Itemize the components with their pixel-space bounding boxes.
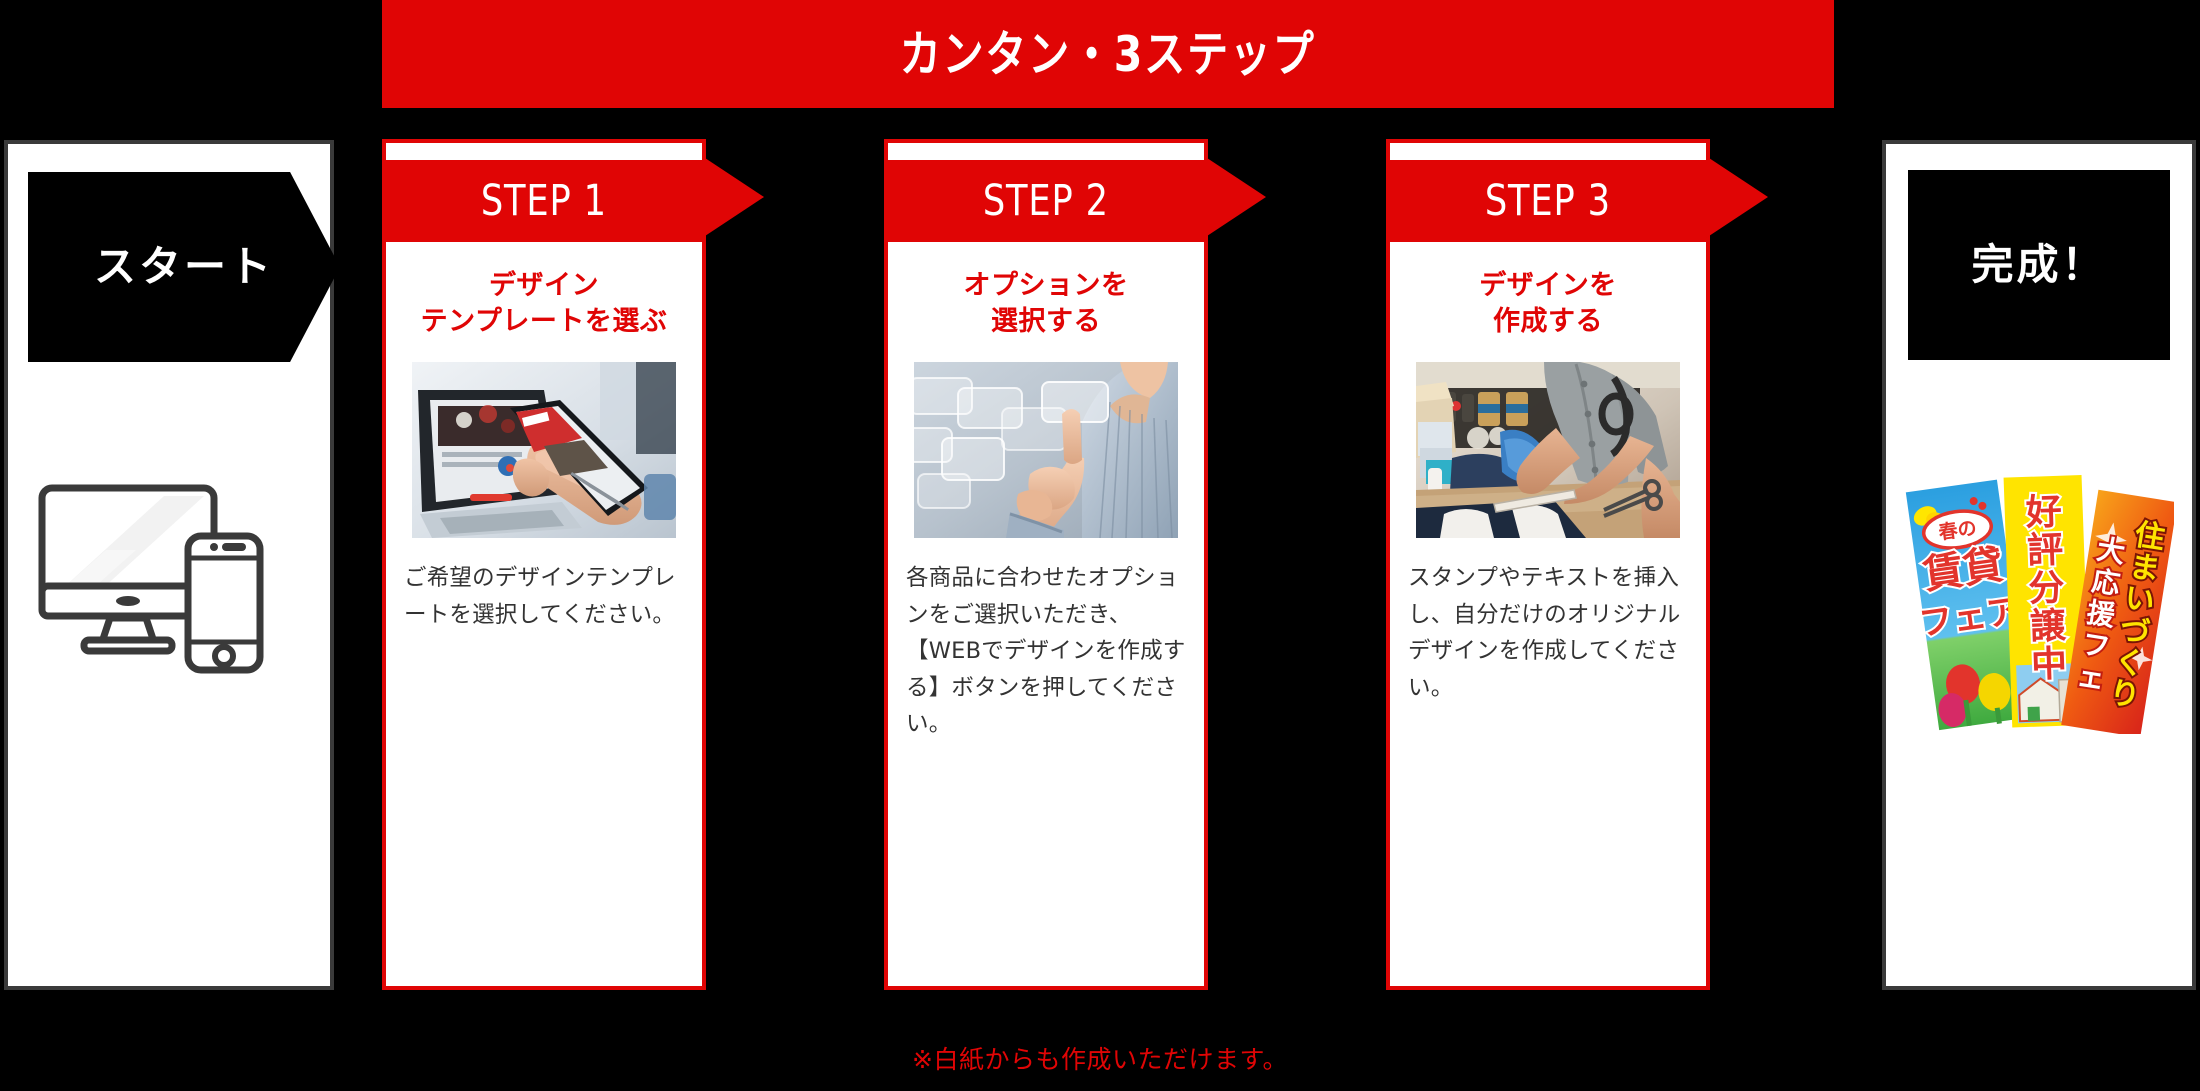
step-banner-3: STEP 3 xyxy=(1390,160,1706,242)
finish-label: 完成！ xyxy=(1971,240,2107,289)
step-banner-label-1: STEP 1 xyxy=(480,175,608,226)
step-title-line2-3: 作成する xyxy=(1493,306,1603,338)
svg-text:フェア: フェア xyxy=(1917,591,2024,645)
svg-text:分: 分 xyxy=(2028,568,2065,610)
finish-label-block: 完成！ xyxy=(1908,170,2170,360)
step-body-2: 各商品に合わせたオプションをご選択いただき、【WEBでデザインを作成する】ボタン… xyxy=(906,565,1186,738)
svg-text:中: 中 xyxy=(2030,644,2067,686)
step-body-3: スタンプやテキストを挿入し、自分だけのオリジナルデザインを作成してください。 xyxy=(1408,565,1681,701)
step-title-line1-2: オプションを xyxy=(963,270,1129,301)
footer-note: ※白紙からも作成いただけます。 xyxy=(912,1045,1288,1074)
step-gap-1 xyxy=(706,139,884,990)
svg-text:譲: 譲 xyxy=(2029,606,2067,648)
step-card-1: STEP 1 デザイン テンプレートを選ぶ xyxy=(382,139,706,990)
svg-text:ま: ま xyxy=(2127,549,2162,588)
svg-text:く: く xyxy=(2112,644,2147,683)
start-label-block: スタート xyxy=(28,172,340,362)
step-title-3: デザインを 作成する xyxy=(1406,268,1690,340)
step-title-line2-1: テンプレートを選ぶ xyxy=(420,306,668,338)
start-label: スタート xyxy=(93,242,274,291)
svg-text:大: 大 xyxy=(2095,533,2128,570)
step-banner-2: STEP 2 xyxy=(888,160,1204,242)
step-title-line2-2: 選択する xyxy=(991,306,1101,338)
step-photo-3 xyxy=(1416,362,1680,539)
step-body-1: ご希望のデザインテンプレートを選択してください。 xyxy=(404,565,676,628)
step-banner-label-2: STEP 2 xyxy=(982,175,1110,226)
step-title-1: デザイン テンプレートを選ぶ xyxy=(402,268,686,340)
step-banner-1: STEP 1 xyxy=(386,160,702,242)
svg-text:春の: 春の xyxy=(1937,516,1978,544)
step-photo-1 xyxy=(412,362,676,539)
header-banner: カンタン・3ステップ xyxy=(382,0,1834,108)
step-banner-label-3: STEP 3 xyxy=(1484,175,1612,226)
svg-text:り: り xyxy=(2107,675,2142,714)
svg-text:好: 好 xyxy=(2024,492,2062,534)
step-title-2: オプションを 選択する xyxy=(904,268,1188,340)
svg-text:評: 評 xyxy=(2026,530,2063,572)
nobori-banners-image: 春の 賃貸 フェア xyxy=(1897,454,2178,738)
step-gap-3 xyxy=(1710,139,1882,990)
step-gap-2 xyxy=(1208,139,1386,990)
svg-text:ェ: ェ xyxy=(2075,659,2108,696)
svg-text:応: 応 xyxy=(2090,564,2123,601)
step-title-line1-1: デザイン xyxy=(489,270,599,301)
step-photo-2 xyxy=(914,362,1178,539)
monitor-and-phone-icon xyxy=(36,474,292,684)
finish-panel: 完成！ xyxy=(1882,140,2196,990)
start-panel: スタート xyxy=(4,140,340,990)
step-card-2: STEP 2 オプションを 選択する xyxy=(884,139,1208,990)
header-title: カンタン・3ステップ xyxy=(900,25,1316,83)
step-title-line1-3: デザインを xyxy=(1479,270,1617,301)
step-card-3: STEP 3 デザインを 作成する xyxy=(1386,139,1710,990)
